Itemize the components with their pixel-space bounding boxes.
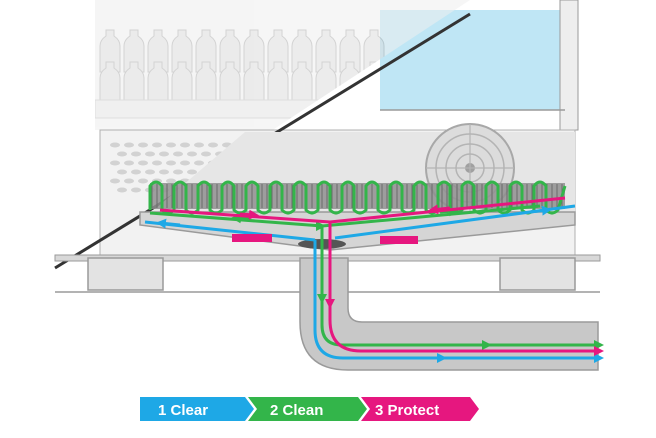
- vent-slot: [110, 142, 120, 148]
- vent-slot: [110, 160, 120, 166]
- vent-slot: [131, 169, 141, 175]
- bottle-icon: [339, 29, 361, 73]
- flow-clear: [144, 204, 604, 363]
- step-clean-label: 2 Clean: [270, 402, 323, 419]
- vent-slot: [117, 169, 127, 175]
- vent-slot: [110, 178, 120, 184]
- step-clear: 1 Clear: [140, 397, 254, 421]
- vent-slot: [187, 169, 197, 175]
- step-clear-label: 1 Clear: [158, 402, 208, 419]
- vent-slot: [124, 178, 134, 184]
- bottle-icon: [219, 29, 241, 73]
- vent-slot: [201, 151, 211, 157]
- vent-slot: [124, 142, 134, 148]
- cabinet-upper: [94, 0, 579, 131]
- foot-right: [499, 257, 576, 291]
- vent-slot: [208, 142, 218, 148]
- vent-slot: [152, 160, 162, 166]
- bottle-icon: [123, 29, 145, 73]
- bottle-icon: [147, 29, 169, 73]
- vent-slot: [124, 160, 134, 166]
- vent-slot: [194, 160, 204, 166]
- vent-slot: [159, 151, 169, 157]
- bottle-icon: [99, 29, 121, 73]
- vent-slot: [159, 169, 169, 175]
- spray-bar-right: [380, 236, 418, 244]
- vent-slot: [138, 160, 148, 166]
- bottle-icon: [315, 29, 337, 73]
- vent-slot: [180, 142, 190, 148]
- vent-slot: [138, 142, 148, 148]
- step-legend: 1 Clear 2 Clean 3 Protect: [140, 397, 479, 421]
- bottle-icon: [291, 29, 313, 73]
- step-clean: 2 Clean: [248, 397, 367, 421]
- vent-slot: [180, 160, 190, 166]
- vent-slot: [138, 178, 148, 184]
- vent-slot: [117, 187, 127, 193]
- vent-slot: [131, 187, 141, 193]
- bottle-icon: [171, 29, 193, 73]
- step-protect: 3 Protect: [361, 397, 479, 421]
- drain-pipe: [299, 257, 599, 371]
- vent-slot: [166, 142, 176, 148]
- vent-slot: [173, 151, 183, 157]
- vent-slot: [194, 142, 204, 148]
- flow-protect: [159, 196, 604, 356]
- vent-slot: [145, 151, 155, 157]
- bottle-icon: [195, 29, 217, 73]
- vent-slot: [145, 169, 155, 175]
- bottle-icon: [243, 29, 265, 73]
- vent-slot: [187, 151, 197, 157]
- vent-slot: [173, 169, 183, 175]
- vent-slot: [117, 151, 127, 157]
- vent-slot: [166, 178, 176, 184]
- vent-slot: [166, 160, 176, 166]
- foot-left: [87, 257, 164, 291]
- vent-slot: [131, 151, 141, 157]
- spray-bar-left: [232, 234, 272, 242]
- step-protect-label: 3 Protect: [375, 402, 439, 419]
- vent-slot: [152, 142, 162, 148]
- bottle-icon: [267, 29, 289, 73]
